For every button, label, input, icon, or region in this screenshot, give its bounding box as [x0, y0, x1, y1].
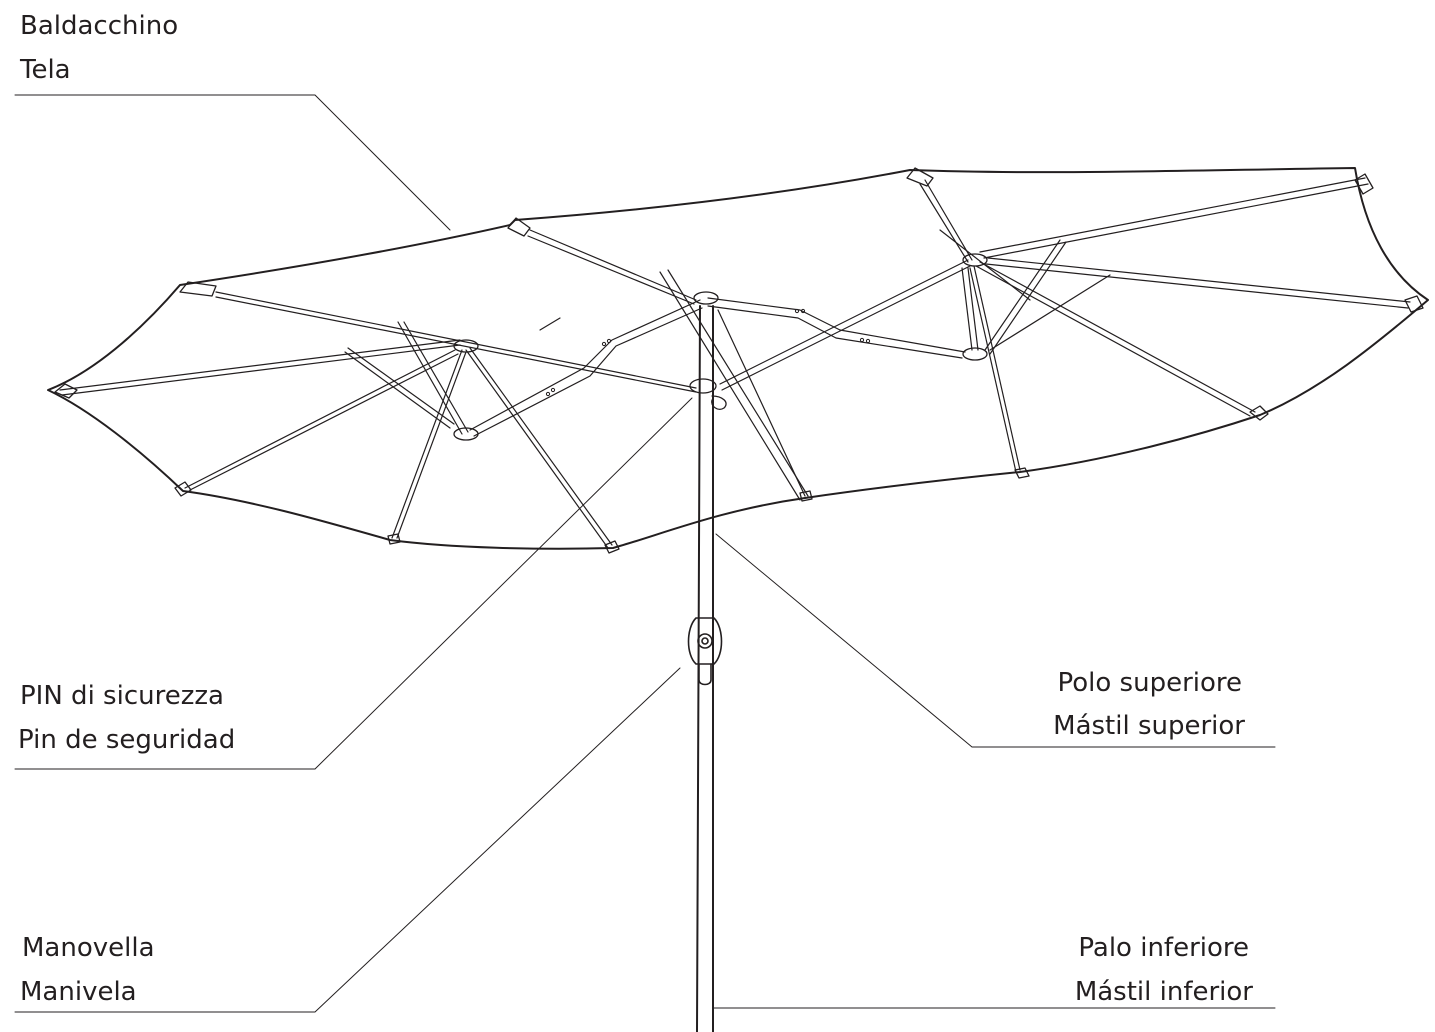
crank-label-it: Manovella	[22, 933, 155, 963]
leader-lines	[14, 94, 1276, 1013]
leader-safety-pin	[14, 397, 693, 770]
leader-crank	[14, 667, 681, 1013]
stretchers	[469, 269, 966, 501]
leader-canopy	[14, 94, 451, 231]
lower-pole-label-es: Mástil inferior	[1074, 977, 1253, 1007]
rib-tips	[54, 167, 1424, 554]
hubs	[453, 253, 988, 441]
crank-housing	[687, 617, 723, 686]
leader-upper-pole	[715, 533, 1276, 748]
crank-label-es: Manivela	[20, 977, 137, 1007]
upper-pole-label-es: Mástil superior	[1053, 711, 1245, 741]
canopy-label-es: Tela	[20, 55, 71, 85]
canopy-label-it: Baldacchino	[20, 11, 179, 41]
safety-pin-label-es: Pin de seguridad	[18, 725, 236, 755]
lower-pole-label-it: Palo inferiore	[1078, 933, 1249, 963]
safety-pin-label-it: PIN di sicurezza	[20, 681, 224, 711]
rivets	[545, 308, 871, 397]
ribs-right	[719, 177, 1411, 473]
ribs-left	[59, 229, 697, 549]
upper-pole-label-it: Polo superiore	[1057, 668, 1242, 698]
canopy-outline	[47, 167, 1429, 550]
